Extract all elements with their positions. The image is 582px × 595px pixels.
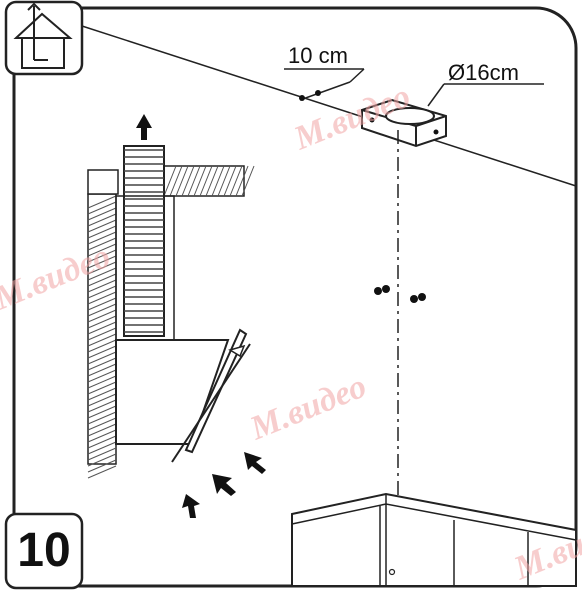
duct-bracket [361, 98, 447, 148]
wall-cabinets [291, 492, 577, 587]
step-number-box [4, 512, 84, 590]
hood-body [115, 328, 251, 463]
ceiling-line [81, 25, 577, 187]
wall-screw-left [374, 285, 390, 295]
hole-spacing-label: 10 cm [288, 43, 348, 68]
flexible-duct [123, 145, 165, 337]
step-number: 10 [17, 524, 71, 577]
ceiling-section [87, 165, 255, 197]
wall-screw-right [410, 293, 426, 303]
wall-section [87, 193, 117, 479]
house-chimney-icon [4, 0, 84, 76]
arrow-icon [136, 114, 266, 518]
hole-spacing-dimension [284, 68, 365, 101]
duct-diameter-label: Ø16cm [448, 60, 519, 85]
duct-diameter-leader [427, 83, 544, 107]
